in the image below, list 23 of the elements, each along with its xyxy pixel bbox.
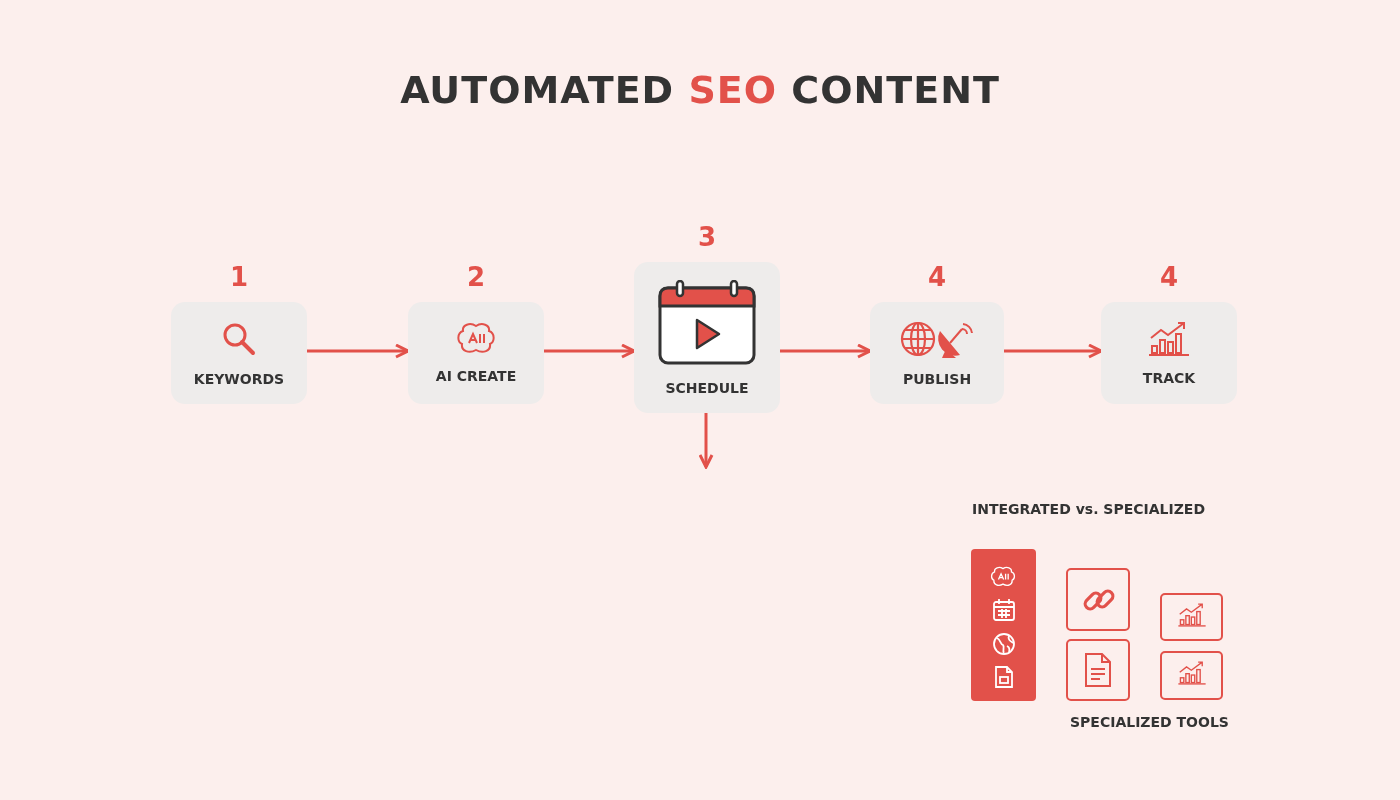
step-number: 2 bbox=[465, 262, 487, 292]
group-caption: SPECIALIZED TOOLS bbox=[1070, 714, 1229, 730]
step-card bbox=[171, 302, 307, 404]
step-card bbox=[408, 302, 544, 404]
arrow bbox=[780, 343, 872, 359]
step-label: PUBLISH bbox=[902, 371, 972, 387]
step-card bbox=[634, 262, 780, 413]
step-label: KEYWORDS bbox=[193, 371, 285, 387]
arrow bbox=[1004, 343, 1103, 359]
arrow bbox=[698, 413, 714, 469]
step-label: SCHEDULE bbox=[665, 379, 749, 396]
arrow bbox=[544, 343, 636, 359]
step-label: TRACK bbox=[1142, 370, 1196, 386]
step-number: 1 bbox=[228, 262, 250, 292]
arrow bbox=[307, 343, 410, 359]
title: AUTOMATED SEO CONTENT bbox=[399, 68, 1001, 112]
step-label: AI CREATE bbox=[435, 368, 517, 384]
step-card bbox=[870, 302, 1004, 404]
step-number: 4 bbox=[926, 262, 948, 292]
step-number: 3 bbox=[696, 222, 718, 252]
step-number: 4 bbox=[1158, 262, 1180, 292]
step-card bbox=[1101, 302, 1237, 404]
comparison-heading: INTEGRATED vs. SPECIALIZED bbox=[972, 501, 1205, 517]
